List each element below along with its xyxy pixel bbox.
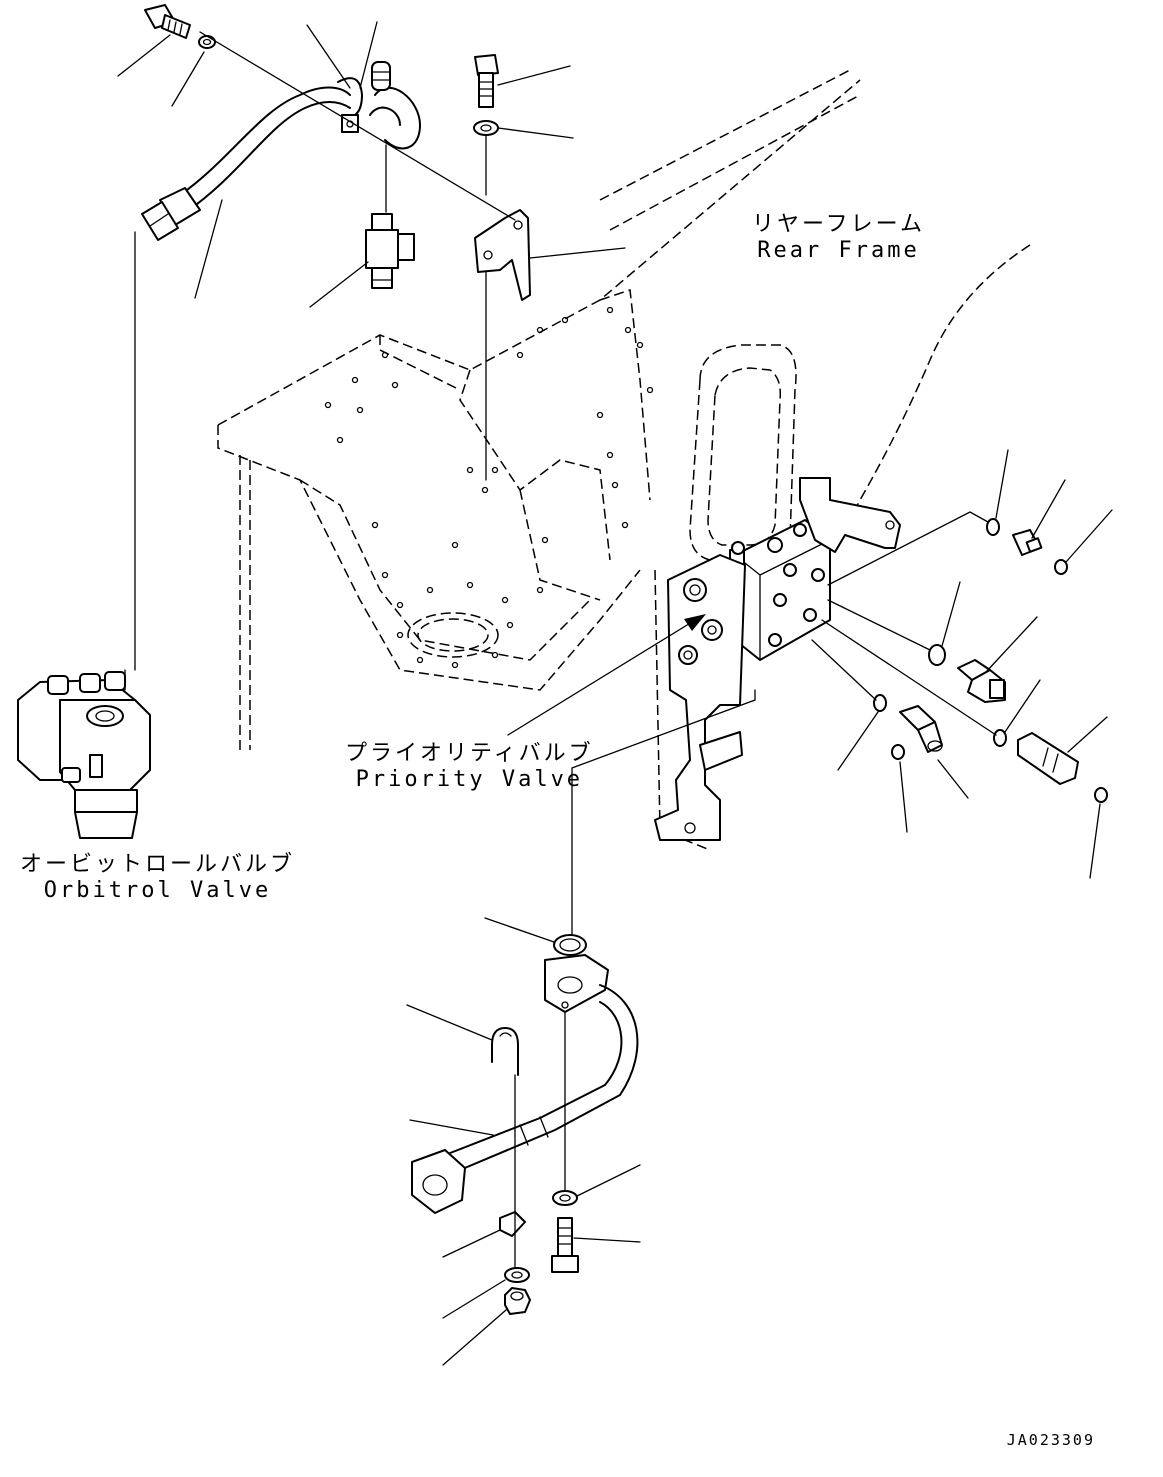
check-valve-fitting: [1017, 732, 1079, 785]
drawing-code: JA023309: [1006, 1431, 1095, 1449]
hose-elbow-fitting: [369, 61, 421, 150]
rear-frame-label-en: Rear Frame: [757, 238, 920, 263]
top-washer: [198, 35, 216, 49]
priority-valve-label-en: Priority Valve: [355, 767, 584, 792]
rear-frame-label-jp: リヤーフレーム: [752, 212, 926, 237]
priority-valve-label: プライオリティバルブ Priority Valve: [345, 741, 594, 793]
flange-oring: [553, 934, 587, 956]
pressure-switch: [957, 659, 1006, 703]
pipe-washer: [552, 1190, 578, 1206]
top-bolt: [144, 4, 191, 39]
oring-d: [873, 694, 887, 712]
oring-g: [1094, 787, 1108, 803]
orbitrol-valve-label: オービットロールバルブ Orbitrol Valve: [20, 852, 295, 904]
clamp-plate: [499, 1211, 526, 1237]
oring-e: [891, 744, 905, 760]
priority-valve-label-jp: プライオリティバルブ: [345, 741, 594, 766]
tee-fitting: [365, 213, 415, 289]
hose-clamp: [337, 77, 363, 133]
orbitrol-valve-label-en: Orbitrol Valve: [43, 878, 272, 903]
assembly-lines: [124, 31, 997, 1269]
u-bolt: [491, 1027, 519, 1076]
orbitrol-valve: [17, 671, 151, 839]
priority-valve-bracket: [654, 477, 901, 841]
u-bolt-nut: [504, 1287, 531, 1315]
u-bolt-washer: [504, 1267, 530, 1283]
adapter-a: [1012, 529, 1043, 556]
oring-f: [993, 729, 1007, 747]
priority-valve: [729, 519, 831, 661]
oring-b: [1054, 559, 1068, 575]
frame-bolt-holes: [324, 306, 654, 669]
oring-c: [928, 644, 946, 666]
steering-hose: [141, 86, 351, 241]
mounting-bracket: [474, 209, 531, 301]
bracket-bolt: [474, 54, 499, 108]
rear-frame-outline: [217, 69, 1031, 851]
steel-pipe: [411, 954, 639, 1214]
priority-valve-arrow: [507, 614, 706, 736]
bracket-washer: [473, 120, 499, 136]
orbitrol-valve-label-jp: オービットロールバルブ: [20, 852, 296, 877]
leader-lines: [117, 21, 1113, 1366]
rear-frame-label: リヤーフレーム Rear Frame: [752, 212, 925, 264]
pipe-bolt: [551, 1217, 579, 1273]
elbow-adapter: [899, 705, 943, 753]
oring-a: [986, 518, 1000, 536]
